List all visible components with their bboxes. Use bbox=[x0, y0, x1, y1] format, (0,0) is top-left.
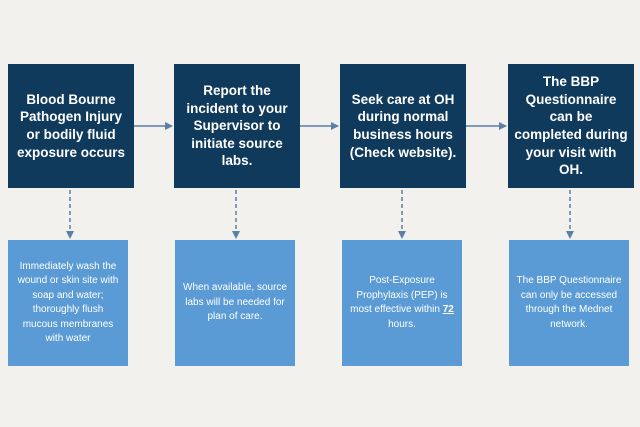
step-seek-care-oh-text: Seek care at OH during normal business h… bbox=[349, 91, 457, 160]
step-report-supervisor: Report the incident to your Supervisor t… bbox=[174, 64, 300, 188]
step-bbp-questionnaire-text: The BBP Questionnaire can be completed d… bbox=[514, 74, 628, 178]
note-pep-after: hours. bbox=[388, 318, 416, 330]
note-pep-before: Post-Exposure Prophylaxis (PEP) is most … bbox=[350, 275, 448, 315]
note-source-labs-text: When available, source labs will be need… bbox=[183, 282, 287, 323]
step-exposure-occurs: Blood Bourne Pathogen Injury or bodily f… bbox=[8, 64, 134, 188]
step-report-supervisor-text: Report the incident to your Supervisor t… bbox=[186, 83, 288, 169]
note-source-labs: When available, source labs will be need… bbox=[175, 240, 295, 366]
note-pep-timing-text: Post-Exposure Prophylaxis (PEP) is most … bbox=[349, 274, 455, 332]
step-bbp-questionnaire: The BBP Questionnaire can be completed d… bbox=[508, 64, 634, 188]
note-mednet-access-text: The BBP Questionnaire can only be access… bbox=[516, 275, 622, 330]
note-wash-wound: Immediately wash the wound or skin site … bbox=[8, 240, 128, 366]
note-wash-wound-text: Immediately wash the wound or skin site … bbox=[17, 260, 119, 345]
note-pep-hours-emphasis: 72 bbox=[442, 304, 454, 315]
note-pep-timing: Post-Exposure Prophylaxis (PEP) is most … bbox=[342, 240, 462, 366]
step-seek-care-oh: Seek care at OH during normal business h… bbox=[340, 64, 466, 188]
step-exposure-occurs-text: Blood Bourne Pathogen Injury or bodily f… bbox=[16, 91, 126, 160]
note-mednet-access: The BBP Questionnaire can only be access… bbox=[509, 240, 629, 366]
